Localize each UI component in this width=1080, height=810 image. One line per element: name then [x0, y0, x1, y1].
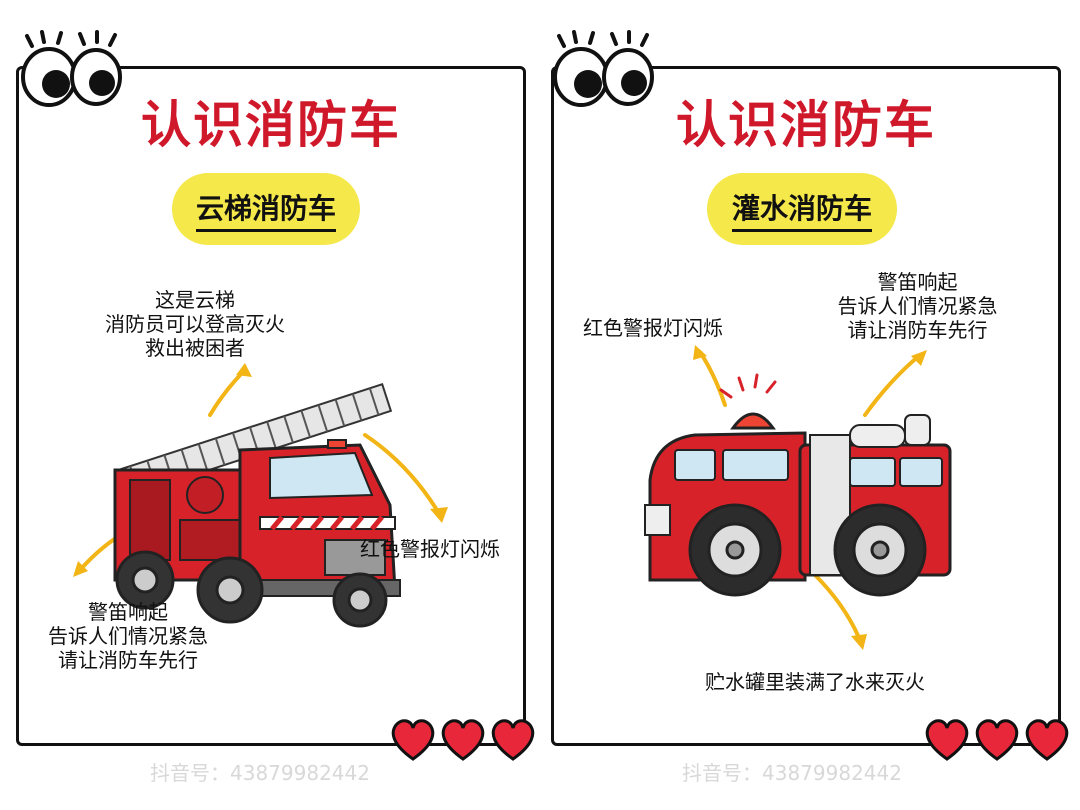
note-line: 警笛响起: [877, 270, 958, 294]
subtitle-pill: 云梯消防车: [172, 173, 360, 245]
watermark: 抖音号：43879982442: [150, 761, 370, 785]
note-line: 救出被困者: [145, 336, 245, 360]
note-line: 告诉人们情况紧急: [48, 624, 208, 648]
water-tanker-fire-truck-illustration: [644, 345, 952, 650]
note-line: 消防员可以登高灭火: [105, 312, 285, 336]
note-siren: 警笛响起 告诉人们情况紧急 请让消防车先行: [18, 600, 238, 672]
note-line: 请让消防车先行: [58, 648, 198, 672]
page-title: 认识消防车: [676, 96, 936, 154]
ladder-fire-truck-illustration: [73, 363, 448, 628]
note-water-tank: 贮水罐里装满了水来灭火: [705, 670, 925, 694]
cartoon-eyes-icon: [21, 30, 122, 107]
hearts-icon: [391, 719, 535, 761]
note-warning-light: 红色警报灯闪烁: [360, 537, 500, 561]
subtitle-pill: 灌水消防车: [707, 173, 897, 245]
note-ladder: 这是云梯 消防员可以登高灭火 救出被困者: [80, 288, 310, 360]
hearts-icon: [925, 719, 1069, 761]
note-line: 告诉人们情况紧急: [837, 294, 998, 318]
note-line: 这是云梯: [155, 288, 235, 312]
subtitle: 灌水消防车: [731, 187, 872, 232]
subtitle: 云梯消防车: [195, 187, 336, 232]
cartoon-eyes-icon: [553, 30, 654, 107]
note-warning-light: 红色警报灯闪烁: [583, 316, 723, 340]
page-title: 认识消防车: [141, 96, 401, 154]
note-line: 请让消防车先行: [847, 318, 988, 342]
note-siren: 警笛响起 告诉人们情况紧急 请让消防车先行: [810, 270, 1025, 342]
note-line: 警笛响起: [88, 600, 168, 624]
watermark: 抖音号：43879982442: [682, 761, 902, 785]
